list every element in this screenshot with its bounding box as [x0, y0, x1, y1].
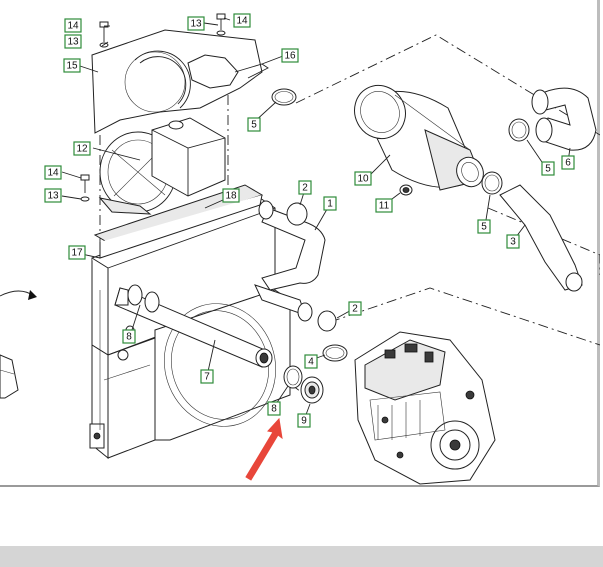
- svg-text:5: 5: [251, 120, 257, 131]
- svg-text:18: 18: [225, 191, 237, 202]
- bottom-status-bar: [0, 546, 603, 567]
- svg-text:4: 4: [308, 357, 314, 368]
- callout-14b: 14: [233, 13, 251, 28]
- parts-diagram: 14 13 15 13 14 16 5 12 14 13 18 17 2 1 1…: [0, 13, 600, 485]
- hose-clamp-top: [271, 88, 297, 106]
- svg-text:14: 14: [47, 168, 59, 179]
- callout-17: 17: [68, 245, 86, 260]
- callout-4: 4: [304, 354, 318, 369]
- callout-7: 7: [200, 369, 214, 384]
- callout-5c: 5: [477, 219, 491, 234]
- svg-text:1: 1: [327, 199, 333, 210]
- callout-13c: 13: [44, 188, 62, 203]
- svg-text:12: 12: [76, 144, 88, 155]
- svg-text:2: 2: [302, 183, 308, 194]
- callout-8a: 8: [122, 329, 136, 344]
- svg-text:14: 14: [67, 21, 79, 32]
- callout-12: 12: [73, 141, 91, 156]
- svg-text:17: 17: [71, 248, 83, 259]
- callout-5b: 5: [541, 161, 555, 176]
- svg-text:9: 9: [301, 416, 307, 427]
- bolt-left: [80, 174, 90, 202]
- svg-text:13: 13: [67, 37, 79, 48]
- air-cleaner: [354, 84, 484, 191]
- hose-clamp-intake: [508, 118, 530, 142]
- callout-14a: 14: [64, 18, 82, 33]
- callout-1: 1: [323, 196, 337, 211]
- callout-15: 15: [63, 58, 81, 73]
- expansion-tank: [151, 117, 226, 197]
- fan-shroud-top: [91, 29, 269, 134]
- vacuator-valve-11: [399, 184, 413, 196]
- svg-text:5: 5: [481, 222, 487, 233]
- svg-text:7: 7: [204, 372, 210, 383]
- outlet-hose: [499, 184, 583, 292]
- pipe-fitting-9: [300, 376, 324, 404]
- svg-text:13: 13: [47, 191, 59, 202]
- callout-10: 10: [354, 171, 372, 186]
- bolt-top-right: [216, 13, 226, 36]
- callout-6: 6: [561, 155, 575, 170]
- callout-5a: 5: [247, 117, 261, 132]
- callout-18: 18: [222, 188, 240, 203]
- hose-clamp-8-lower: [283, 365, 303, 389]
- callout-16: 16: [281, 48, 299, 63]
- svg-text:8: 8: [271, 404, 277, 415]
- hose-clamp-2-upper: [286, 202, 308, 226]
- engine-block: [354, 331, 496, 485]
- callout-11: 11: [375, 198, 393, 213]
- svg-text:16: 16: [284, 51, 296, 62]
- diagram-frame: 14 13 15 13 14 16 5 12 14 13 18 17 2 1 1…: [0, 0, 600, 487]
- callout-labels: 14 13 15 13 14 16 5 12 14 13 18 17 2 1 1…: [44, 13, 575, 428]
- left-rotation-arrow: [0, 290, 37, 300]
- radiator-assembly: [89, 184, 276, 460]
- svg-text:8: 8: [126, 332, 132, 343]
- svg-text:11: 11: [379, 201, 390, 212]
- svg-text:2: 2: [352, 304, 358, 315]
- svg-text:6: 6: [565, 158, 571, 169]
- callout-14c: 14: [44, 165, 62, 180]
- svg-text:10: 10: [357, 174, 369, 185]
- svg-text:3: 3: [510, 237, 516, 248]
- hose-clamp-outlet: [481, 171, 503, 195]
- callout-8b: 8: [267, 401, 281, 416]
- callout-3: 3: [506, 234, 520, 249]
- svg-text:13: 13: [190, 19, 202, 30]
- svg-text:5: 5: [545, 164, 551, 175]
- svg-text:14: 14: [236, 16, 248, 27]
- hose-clamp-4: [322, 344, 348, 362]
- callout-2a: 2: [298, 180, 312, 195]
- intake-elbow: [531, 87, 597, 151]
- lower-pipe: [114, 284, 273, 368]
- svg-text:15: 15: [66, 61, 78, 72]
- left-partial-part: [0, 354, 19, 399]
- callout-13b: 13: [187, 16, 205, 31]
- annotation-arrow: [245, 417, 283, 481]
- callout-13a: 13: [64, 34, 82, 49]
- callout-2b: 2: [348, 301, 362, 316]
- callout-9: 9: [297, 413, 311, 428]
